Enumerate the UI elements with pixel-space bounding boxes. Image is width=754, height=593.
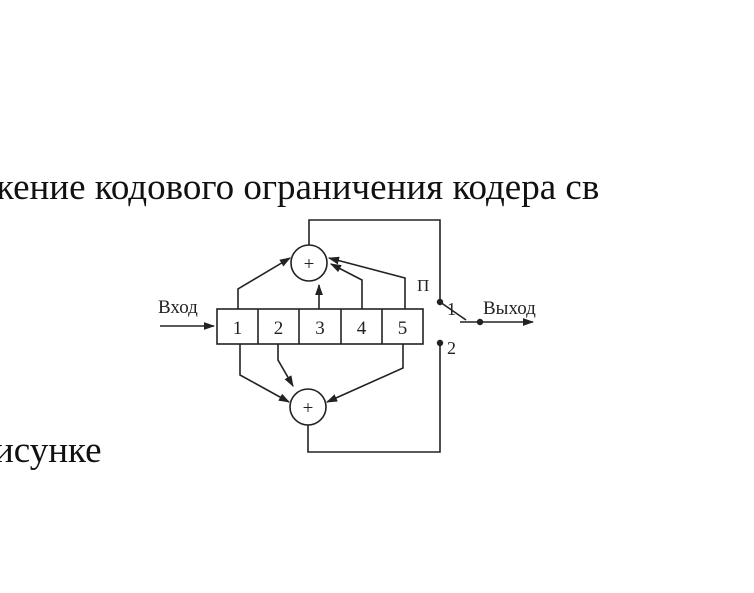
input-label: Вход bbox=[158, 297, 198, 318]
register-cell-1: 1 bbox=[233, 318, 243, 339]
register-cell-4: 4 bbox=[357, 318, 367, 339]
register-cell-5: 5 bbox=[398, 318, 408, 339]
bottom-adder-output-line bbox=[307, 343, 441, 453]
page-text-top-line: жение кодового ограничения кодера св bbox=[0, 167, 600, 208]
tap-1-to-bottom-adder bbox=[239, 344, 290, 403]
tap-1-to-top-adder bbox=[237, 257, 291, 309]
shift-register bbox=[216, 308, 424, 345]
page-text-bottom-line: исунке bbox=[0, 430, 102, 471]
top-adder-plus-symbol: + bbox=[304, 254, 315, 275]
switch-position-1-label: 1 bbox=[447, 299, 456, 319]
tap-5-to-bottom-adder bbox=[325, 344, 404, 403]
tap-5-to-top-adder bbox=[327, 256, 406, 309]
output-node bbox=[476, 318, 484, 326]
output-label: Выход bbox=[483, 298, 536, 319]
top-adder-output-line bbox=[308, 219, 441, 302]
switch-label: П bbox=[417, 276, 429, 295]
register-cell-2: 2 bbox=[274, 318, 284, 339]
switch-contact-2 bbox=[436, 339, 444, 347]
switch-lever bbox=[439, 301, 467, 321]
switch-contact-1 bbox=[436, 298, 444, 306]
switch-position-2-label: 2 bbox=[447, 338, 456, 358]
tap-4-to-top-adder bbox=[330, 263, 363, 309]
bottom-adder-plus-symbol: + bbox=[303, 398, 314, 419]
register-cell-3: 3 bbox=[315, 318, 325, 339]
tap-2-to-bottom-adder bbox=[277, 344, 294, 387]
